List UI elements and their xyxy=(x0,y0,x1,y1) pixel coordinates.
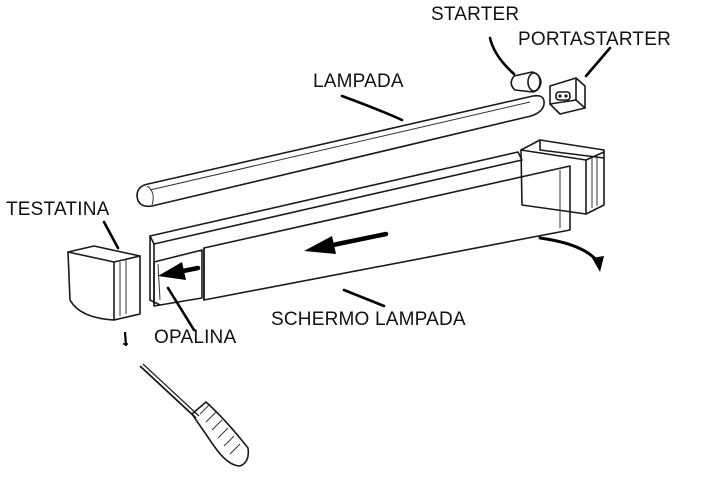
lamp-housing xyxy=(149,151,523,306)
leader-opalina xyxy=(166,286,196,332)
screw xyxy=(123,331,128,347)
label-opalina: OPALINA xyxy=(154,327,237,348)
label-testatina: TESTATINA xyxy=(6,199,110,220)
leader-lampada xyxy=(340,94,404,122)
label-schermo-lampada: SCHERMO LAMPADA xyxy=(271,309,466,330)
starter-part xyxy=(510,71,542,93)
leader-portastarter xyxy=(584,46,612,78)
screwdriver xyxy=(139,363,250,467)
opalina-arrow xyxy=(158,262,201,280)
leader-schermo xyxy=(342,288,386,308)
starter-holder-part xyxy=(549,77,586,115)
label-portastarter: PORTASTARTER xyxy=(518,29,672,50)
rotation-arrow xyxy=(538,236,604,272)
leader-starter xyxy=(488,36,516,76)
fluorescent-tube xyxy=(136,94,545,208)
left-end-cap xyxy=(67,245,141,321)
slide-arrow xyxy=(304,231,389,254)
diffuser-insert xyxy=(153,249,203,307)
leader-testatina xyxy=(102,220,120,250)
label-starter: STARTER xyxy=(431,4,520,25)
right-end-cap xyxy=(520,139,605,215)
label-lampada: LAMPADA xyxy=(313,71,404,92)
lamp-screen xyxy=(203,165,571,301)
